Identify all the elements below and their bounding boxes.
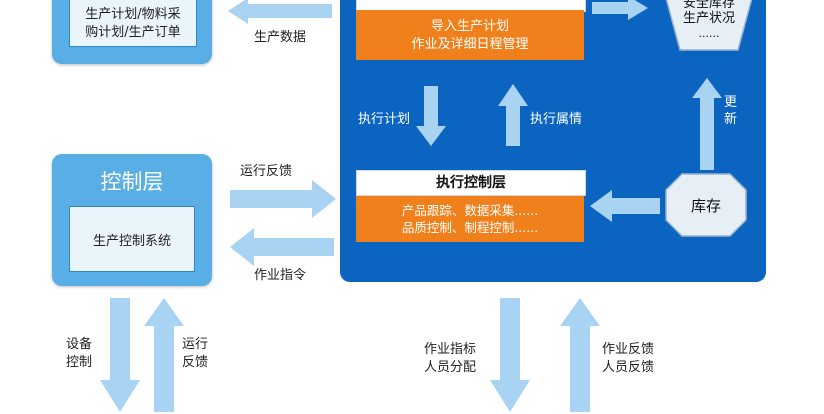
update-arrow [692,78,722,170]
exec-layer-title: 执行控制层 [436,175,506,191]
equip-control-arrow [100,298,140,412]
control-layer-title: 控制层 [100,170,164,194]
stock-arrow-right [592,0,648,20]
work-order-arrow [230,228,334,266]
inventory-label: 库存 [690,197,721,215]
work-index-arrow [490,298,530,412]
exec-status-arrow [498,84,528,146]
run-feedback-arrow [230,180,336,218]
plan-layer-inner-box: 生产计划/物料采 购计划/生产订单 [69,0,197,47]
safety-stock-line1: 安全库存 [682,0,735,11]
inventory-arrow-left [590,190,660,222]
safety-stock-hexagon [665,0,753,51]
control-layer-box: 控制层 生产控制系统 [52,154,212,286]
exec-layer-title-bar: 执行控制层 [356,170,586,196]
exec-orange-line1: 产品跟踪、数据采集...... [401,203,539,218]
work-feedback-arrow [560,298,600,412]
work-index-label: 作业指标 [424,342,477,357]
safety-stock-line3: ...... [698,27,720,40]
staff-feedback-label: 人员反馈 [602,360,655,375]
exec-orange-box: 产品跟踪、数据采集...... 品质控制、制程控制...... [356,196,584,242]
top-orange-box: 导入生产计划 作业及详细日程管理 [356,10,584,60]
plan-layer-line2: 购计划/生产订单 [85,25,181,40]
update-label: 更新 [724,95,738,127]
exec-plan-arrow [416,86,446,146]
exec-orange-line2: 品质控制、制程控制...... [401,220,539,235]
exec-plan-label: 执行计划 [358,112,411,127]
plan-layer-line1: 生产计划/物料采 [85,7,181,22]
work-feedback-label: 作业反馈 [602,342,655,357]
top-orange-line1: 导入生产计划 [430,19,509,34]
production-data-label: 生产数据 [254,30,307,45]
equip-control-label: 设备控制 [66,337,93,370]
safety-stock-line2: 生产状况 [682,11,735,26]
exec-status-label: 执行属情 [530,112,583,127]
plan-layer-box: 生产计划/物料采 购计划/生产订单 [52,0,212,64]
inventory-octagon [665,173,747,237]
run-feedback-up-arrow [144,298,184,412]
top-orange-line2: 作业及详细日程管理 [411,37,529,52]
control-layer-inner-box: 生产控制系统 [69,206,195,272]
staff-assign-label: 人员分配 [424,360,477,375]
production-data-arrow [228,0,332,24]
control-layer-system: 生产控制系统 [92,234,171,249]
run-feedback-v-label: 运行反馈 [182,337,209,370]
work-order-label: 作业指令 [254,268,307,283]
run-feedback-label: 运行反馈 [240,164,293,179]
